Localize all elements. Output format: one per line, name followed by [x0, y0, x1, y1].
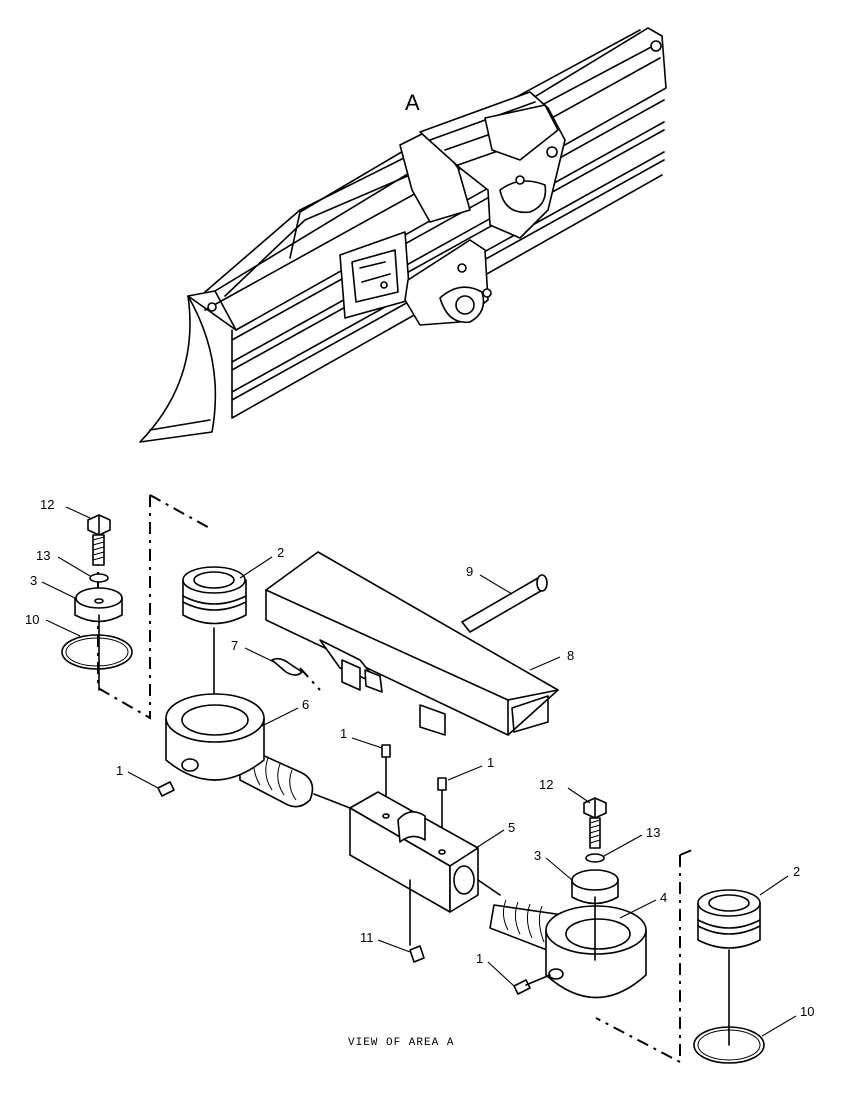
pin-9: [461, 574, 548, 633]
eye-housing-4: [489, 899, 647, 999]
locator-lines-left: [97, 494, 214, 720]
bolt-12-right: [583, 797, 607, 849]
cross-member-8: [265, 551, 559, 736]
grease-fitting-1-a: [157, 781, 175, 797]
snap-ring-10-left: [61, 634, 133, 670]
grease-fitting-1-b: [381, 744, 391, 758]
callout-1: 1: [476, 951, 483, 966]
callout-6: 6: [302, 697, 309, 712]
callout-10: 10: [25, 612, 39, 627]
area-label: A: [405, 90, 420, 115]
bearing-2-left: [182, 566, 247, 625]
callout-2: 2: [793, 864, 800, 879]
callout-13: 13: [646, 825, 660, 840]
callout-1: 1: [487, 755, 494, 770]
callout-5: 5: [508, 820, 515, 835]
callout-3: 3: [30, 573, 37, 588]
washer-13-left: [89, 573, 109, 583]
cotter-locator: [299, 667, 321, 691]
callout-13: 13: [36, 548, 50, 563]
callout-12: 12: [40, 497, 54, 512]
callout-9: 9: [466, 564, 473, 579]
leader-lines: [41, 506, 797, 1037]
spacer-3-right: [571, 869, 619, 905]
callout-8: 8: [567, 648, 574, 663]
axis-block-to-housing: [477, 879, 501, 896]
eye-housing-6: [165, 693, 314, 808]
callout-1: 1: [340, 726, 347, 741]
dozer-blade: [139, 27, 667, 443]
spacer-3-left: [74, 587, 123, 623]
grease-fitting-1-d: [513, 979, 531, 995]
callout-11: 11: [360, 930, 374, 945]
clamp-block-5: [349, 791, 479, 913]
axis-housing-to-block: [313, 793, 351, 809]
callout-7: 7: [231, 638, 238, 653]
callout-3: 3: [534, 848, 541, 863]
cotter-pin-7: [271, 657, 303, 676]
callout-2: 2: [277, 545, 284, 560]
axis-fitting-d: [525, 974, 551, 986]
callout-4: 4: [660, 890, 667, 905]
grease-fitting-1-c: [437, 777, 447, 791]
bearing-2-right: [697, 889, 761, 949]
callout-12: 12: [539, 777, 553, 792]
bolt-12-left: [87, 514, 111, 566]
snap-ring-10-right: [693, 1026, 765, 1064]
view-caption: VIEW OF AREA A: [348, 1037, 454, 1049]
washer-13-right: [585, 853, 605, 863]
grease-fitting-11: [409, 945, 425, 963]
locator-lines-right: [595, 849, 693, 1064]
callout-10: 10: [800, 1004, 814, 1019]
callout-1: 1: [116, 763, 123, 778]
